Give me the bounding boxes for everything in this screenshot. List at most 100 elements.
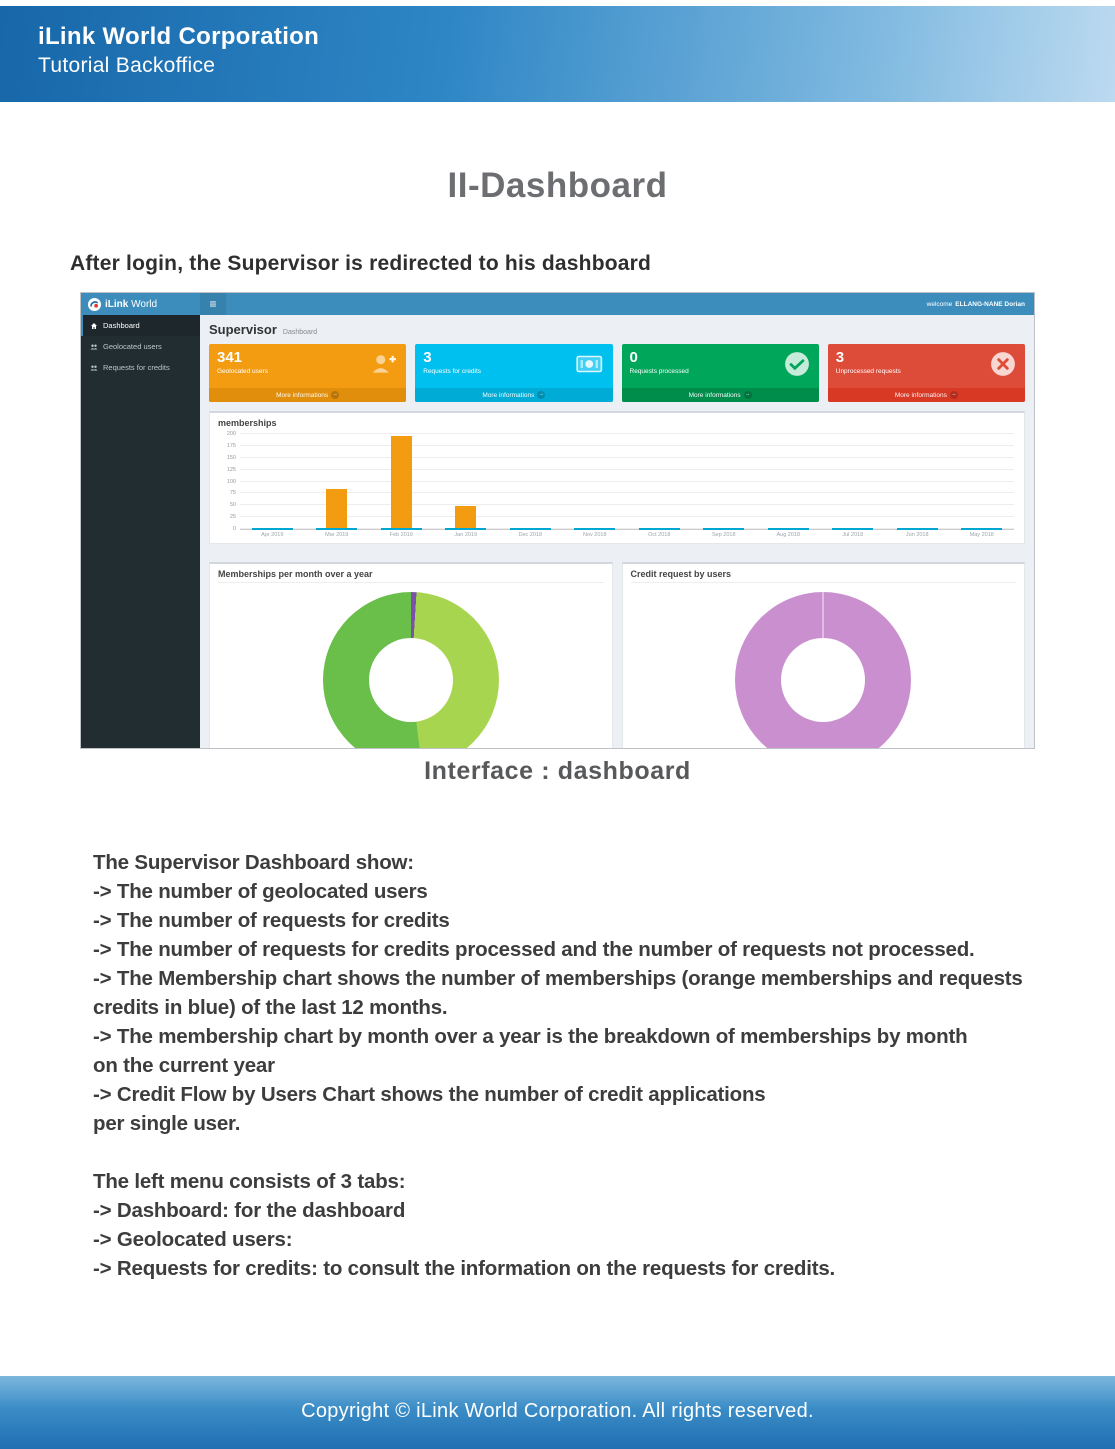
x-tick-label: Mar 2019 xyxy=(325,532,349,538)
home-icon xyxy=(90,322,98,330)
x-tick-label: Apr 2019 xyxy=(261,532,284,538)
donut-hole xyxy=(368,638,453,722)
stat-value: 3 xyxy=(835,349,845,366)
memberships-bar xyxy=(326,488,348,529)
more-informations-link[interactable]: More informations→ xyxy=(415,388,613,402)
stat-label: Geolocated users xyxy=(217,368,268,375)
dashboard-screenshot: iLink World ≡ welcome ELLANG-NANE Dorian… xyxy=(80,292,1035,749)
users-icon xyxy=(90,364,98,372)
more-informations-link[interactable]: More informations→ xyxy=(209,388,407,402)
sidebar-item-geolocated-users[interactable]: Geolocated users xyxy=(81,336,200,357)
x-tick-label: Jul 2018 xyxy=(842,532,864,538)
x-tick-label: Dec 2018 xyxy=(518,532,543,538)
x-tick-label: May 2018 xyxy=(969,532,994,538)
stat-label: Requests processed xyxy=(629,368,689,375)
bar-column-oct-2018 xyxy=(627,434,692,530)
body-line: -> The Membership chart shows the number… xyxy=(93,967,1023,990)
bar-column-nov-2018 xyxy=(563,434,628,530)
memberships-panel-title: memberships xyxy=(218,418,277,428)
memberships-bar xyxy=(455,506,477,529)
gridline xyxy=(240,504,1014,506)
bar-column-feb-2019 xyxy=(369,434,434,530)
y-tick-label: 175 xyxy=(226,442,236,449)
stat-label: Requests for credits xyxy=(423,368,482,375)
body-line: credits in blue) of the last 12 months. xyxy=(93,996,448,1019)
arrow-circle-icon: → xyxy=(537,391,546,399)
bar-column-jan-2019 xyxy=(434,434,499,530)
y-tick-label: 150 xyxy=(226,454,236,461)
requests-bar xyxy=(316,528,358,530)
y-tick-label: 50 xyxy=(229,502,236,509)
body-line: -> Credit Flow by Users Chart shows the … xyxy=(93,1083,766,1106)
y-tick-label: 125 xyxy=(226,466,236,473)
body-line: -> The number of requests for credits pr… xyxy=(93,938,975,961)
tutorial-page: iLink World Corporation Tutorial Backoff… xyxy=(0,6,1115,1449)
check-circle-icon xyxy=(782,351,812,377)
app-topbar: iLink World ≡ welcome ELLANG-NANE Dorian xyxy=(81,293,1034,315)
body-line: per single user. xyxy=(93,1112,241,1135)
body-line: -> The number of geolocated users xyxy=(93,880,428,903)
bar-column-dec-2018 xyxy=(498,434,563,530)
credit-donut-panel: Credit request by users xyxy=(621,562,1025,748)
x-tick-label: Jun 2018 xyxy=(905,532,929,538)
arrow-circle-icon: → xyxy=(331,391,340,399)
bar-column-sep-2018 xyxy=(692,434,757,530)
y-tick-label: 75 xyxy=(229,490,236,497)
body-line: The left menu consists of 3 tabs: xyxy=(93,1170,406,1193)
content-title: Supervisor xyxy=(209,322,277,337)
requests-bar xyxy=(832,528,874,530)
y-tick-label: 0 xyxy=(232,526,236,532)
gridline xyxy=(240,433,1014,434)
gridline xyxy=(240,516,1014,518)
content-heading: Supervisor Dashboard xyxy=(209,322,1025,338)
requests-bar xyxy=(380,528,422,530)
bar-column-jun-2018 xyxy=(885,434,950,530)
body-line: The Supervisor Dashboard show: xyxy=(93,851,414,874)
body-line: -> The number of requests for credits xyxy=(93,909,450,932)
more-informations-label: More informations xyxy=(482,391,535,399)
stat-value: 3 xyxy=(423,349,432,366)
sidebar-item-label: Dashboard xyxy=(103,321,140,330)
more-informations-label: More informations xyxy=(894,391,947,399)
gridline xyxy=(240,444,1014,446)
x-tick-label: Nov 2018 xyxy=(582,532,607,538)
y-tick-label: 25 xyxy=(229,514,236,521)
stat-value: 341 xyxy=(217,349,243,366)
sidebar-toggle-button[interactable]: ≡ xyxy=(200,293,226,315)
more-informations-link[interactable]: More informations→ xyxy=(827,388,1025,402)
app-brand[interactable]: iLink World xyxy=(81,293,200,315)
bar-column-mar-2019 xyxy=(305,434,370,530)
more-informations-label: More informations xyxy=(276,391,329,399)
stat-label: Unprocessed requests xyxy=(835,368,901,375)
memberships-donut-panel: Memberships per month over a year xyxy=(209,562,613,748)
sidebar-item-dashboard[interactable]: Dashboard xyxy=(81,315,200,336)
page-title: II-Dashboard xyxy=(447,166,668,205)
requests-bar xyxy=(703,528,745,530)
memberships-donut-chart xyxy=(322,592,499,748)
memberships-bar xyxy=(390,436,412,529)
more-informations-link[interactable]: More informations→ xyxy=(621,388,819,402)
body-line: -> The membership chart by month over a … xyxy=(93,1025,968,1048)
sidebar-item-requests-for-credits[interactable]: Requests for credits xyxy=(81,357,200,378)
credit-donut-title: Credit request by users xyxy=(630,569,1016,583)
ilink-logo-icon xyxy=(88,297,101,311)
close-circle-icon xyxy=(988,351,1018,377)
x-tick-label: Aug 2018 xyxy=(776,532,801,538)
y-tick-label: 100 xyxy=(226,478,236,485)
gridline xyxy=(240,480,1014,482)
document-footer: Copyright © iLink World Corporation. All… xyxy=(0,1376,1115,1449)
bar-column-may-2018 xyxy=(950,434,1015,530)
document-subtitle: Tutorial Backoffice xyxy=(38,54,216,77)
gridline xyxy=(240,456,1014,458)
donut-panels: Memberships per month over a year Credit… xyxy=(209,553,1025,748)
screenshot-caption: Interface : dashboard xyxy=(424,757,691,785)
